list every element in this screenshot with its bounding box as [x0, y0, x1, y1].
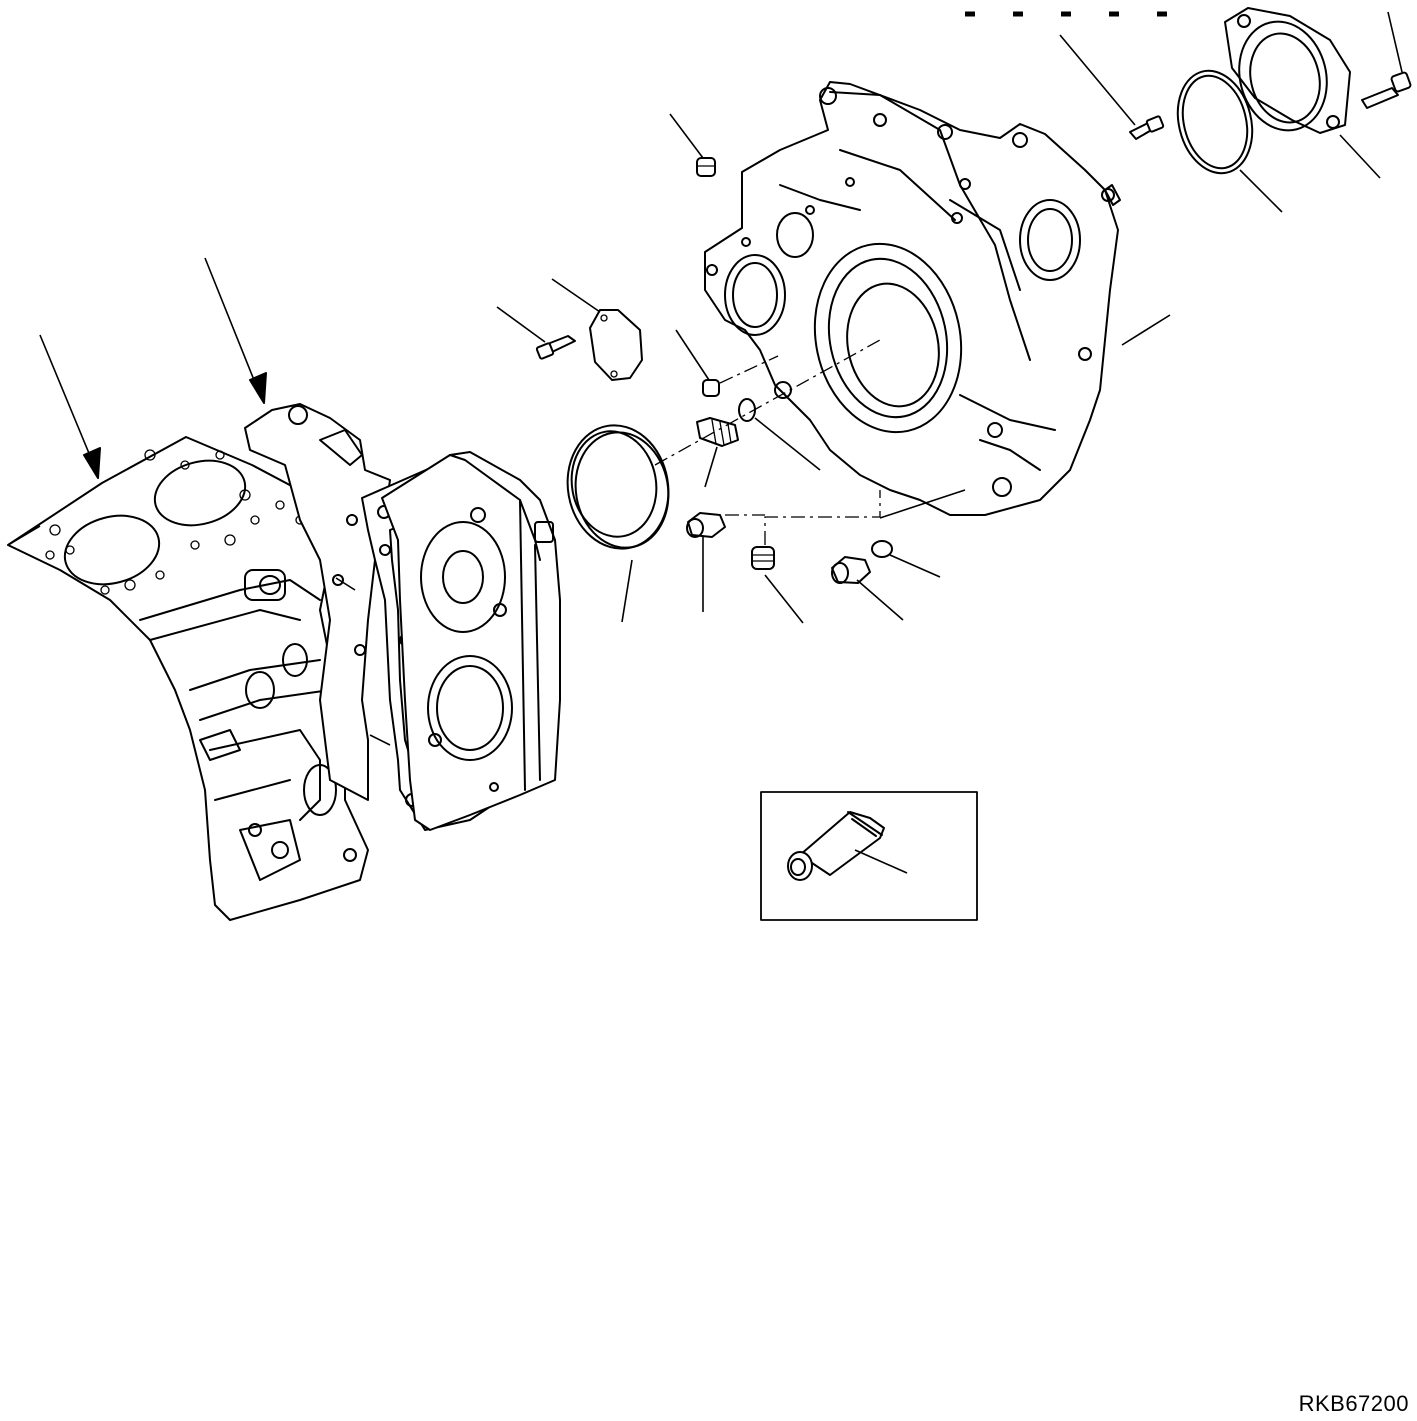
cylinder-block [7, 436, 369, 921]
bolt [1129, 115, 1165, 140]
adhesive-tube-icon [787, 811, 885, 881]
o-ring [1176, 69, 1254, 175]
plug [702, 379, 720, 397]
front-oil-seal [566, 424, 670, 550]
adhesive-inset-box [760, 791, 978, 921]
plug [686, 512, 726, 538]
plug [696, 157, 716, 177]
plug [831, 556, 871, 584]
front-plate [244, 403, 391, 801]
bolt [535, 335, 576, 360]
center-lines [654, 339, 881, 545]
o-ring [738, 398, 756, 422]
bolt [1361, 71, 1412, 109]
o-ring [871, 540, 893, 558]
drawing-code: RKB67200 [1298, 1391, 1409, 1416]
front-gear-cover [381, 451, 561, 831]
gear-case-cover [704, 81, 1121, 516]
cover-plate [589, 309, 643, 381]
leader-lines [7, 11, 1403, 746]
plug [751, 546, 775, 570]
pump-cover [1224, 7, 1351, 134]
